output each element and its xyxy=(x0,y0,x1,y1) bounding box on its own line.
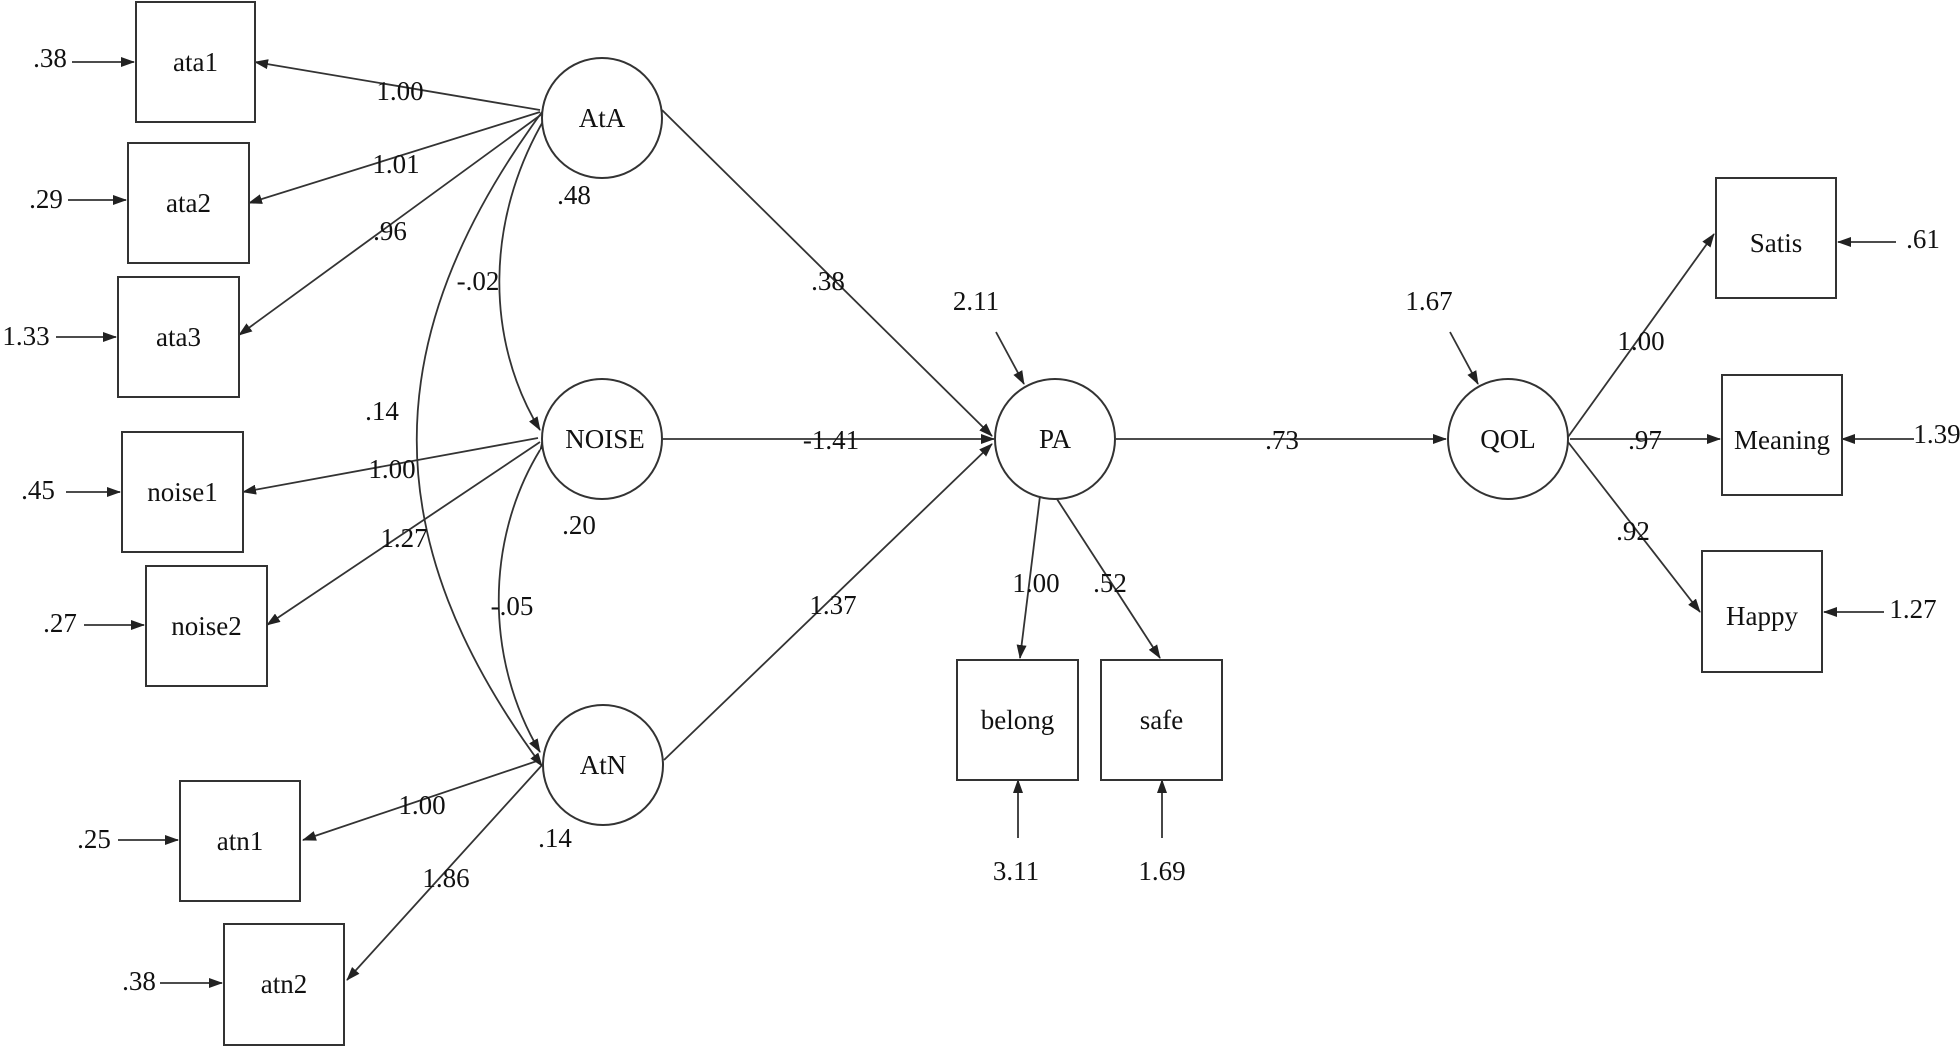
loading-value-pa-safe: .52 xyxy=(1093,568,1127,598)
covariance-ata-noise xyxy=(498,104,556,431)
disturbance-arrow-qol xyxy=(1449,331,1479,385)
variance-value-atn: .14 xyxy=(538,823,572,853)
loading-value-atn-atn2: 1.86 xyxy=(422,863,469,893)
path-values: .38 -1.41 1.37 .73 xyxy=(803,266,1299,620)
box-ata2 xyxy=(127,142,250,264)
variance-value-pa: 2.11 xyxy=(953,286,999,316)
label-ata1: ata1 xyxy=(173,47,218,77)
variance-value-ata: .48 xyxy=(557,180,591,210)
edges xyxy=(56,57,1914,988)
loading-value-noise-noise1: 1.00 xyxy=(368,454,415,484)
label-belong: belong xyxy=(981,705,1055,735)
error-value-noise2: .27 xyxy=(43,608,77,638)
loading-ata-ata2 xyxy=(248,111,541,204)
box-safe xyxy=(1100,659,1223,781)
label-noise2: noise2 xyxy=(171,611,242,641)
loading-ata-ata3 xyxy=(238,113,543,336)
covariance-value-ata-noise: -.02 xyxy=(457,266,500,296)
label-safe: safe xyxy=(1140,705,1183,735)
label-meaning: Meaning xyxy=(1734,425,1830,455)
error-value-happy: 1.27 xyxy=(1889,594,1936,624)
loading-value-ata-ata2: 1.01 xyxy=(372,149,419,179)
loading-value-ata-ata1: 1.00 xyxy=(376,76,423,106)
label-ata2: ata2 xyxy=(166,188,211,218)
circle-noise xyxy=(541,378,663,500)
box-satis xyxy=(1715,177,1837,299)
box-ata1 xyxy=(135,1,256,123)
label-qol: QOL xyxy=(1480,424,1536,454)
box-atn1 xyxy=(179,780,301,902)
error-value-ata1: .38 xyxy=(33,43,67,73)
covariance-noise-atn xyxy=(497,436,552,753)
loading-noise-noise1 xyxy=(242,437,539,495)
error-value-atn1: .25 xyxy=(77,824,111,854)
loading-value-qol-satis: 1.00 xyxy=(1617,326,1664,356)
label-ata: AtA xyxy=(579,103,626,133)
loading-noise-noise2 xyxy=(266,441,541,626)
label-noise: NOISE xyxy=(565,424,645,454)
error-value-satis: .61 xyxy=(1906,224,1940,254)
path-ata-pa xyxy=(661,109,993,437)
box-belong xyxy=(956,659,1079,781)
label-pa: PA xyxy=(1039,424,1072,454)
loading-atn-atn1 xyxy=(302,759,541,841)
box-meaning xyxy=(1721,374,1843,496)
path-value-pa-qol: .73 xyxy=(1265,425,1299,455)
loading-value-qol-meaning: .97 xyxy=(1628,425,1662,455)
box-ata3 xyxy=(117,276,240,398)
error-value-safe: 1.69 xyxy=(1138,856,1185,886)
label-happy: Happy xyxy=(1726,601,1798,631)
path-value-noise-pa: -1.41 xyxy=(803,425,859,455)
box-happy xyxy=(1701,550,1823,673)
circle-qol xyxy=(1447,378,1569,500)
covariance-value-ata-atn: .14 xyxy=(365,396,399,426)
loading-value-noise-noise2: 1.27 xyxy=(380,523,427,553)
box-atn2 xyxy=(223,923,345,1046)
variance-values: .48 .20 .14 2.11 1.67 xyxy=(538,180,1453,853)
path-atn-pa xyxy=(663,443,993,761)
loading-value-atn-atn1: 1.00 xyxy=(398,790,445,820)
label-satis: Satis xyxy=(1750,228,1803,258)
loading-pa-safe xyxy=(1054,495,1161,659)
loading-atn-atn2 xyxy=(346,763,544,981)
error-values: .38 .29 1.33 .45 .27 .25 .38 3.11 1.69 .… xyxy=(2,43,1960,996)
covariance-values: -.02 -.05 .14 xyxy=(365,266,533,621)
path-value-atn-pa: 1.37 xyxy=(809,590,856,620)
label-noise1: noise1 xyxy=(147,477,218,507)
observed-variables: ata1 ata2 ata3 noise1 noise2 atn1 atn2 b… xyxy=(117,1,1843,1046)
error-value-belong: 3.11 xyxy=(993,856,1039,886)
label-ata3: ata3 xyxy=(156,322,201,352)
label-atn2: atn2 xyxy=(261,969,308,999)
loading-value-ata-ata3: .96 xyxy=(373,216,407,246)
path-value-ata-pa: .38 xyxy=(811,266,845,296)
label-atn: AtN xyxy=(580,750,627,780)
label-atn1: atn1 xyxy=(217,826,264,856)
error-value-ata3: 1.33 xyxy=(2,321,49,351)
loading-values: 1.00 1.01 .96 1.00 1.27 1.00 1.86 1.00 .… xyxy=(368,76,1664,893)
loading-qol-happy xyxy=(1567,441,1701,613)
circle-ata xyxy=(541,57,663,179)
error-value-ata2: .29 xyxy=(29,184,63,214)
loading-qol-satis xyxy=(1567,233,1715,438)
variance-value-qol: 1.67 xyxy=(1405,286,1452,316)
loading-value-qol-happy: .92 xyxy=(1616,516,1650,546)
latent-variables: AtA NOISE AtN PA QOL xyxy=(541,57,1569,826)
loading-ata-ata1 xyxy=(254,59,541,111)
box-noise2 xyxy=(145,565,268,687)
covariance-ata-atn xyxy=(415,98,554,767)
loading-pa-belong xyxy=(1016,495,1041,659)
loading-value-pa-belong: 1.00 xyxy=(1012,568,1059,598)
error-value-noise1: .45 xyxy=(21,475,55,505)
error-value-meaning: 1.39 xyxy=(1913,419,1960,449)
circle-pa xyxy=(994,378,1116,500)
circle-atn xyxy=(542,704,664,826)
error-value-atn2: .38 xyxy=(122,966,156,996)
variance-value-noise: .20 xyxy=(562,510,596,540)
covariance-value-noise-atn: -.05 xyxy=(491,591,534,621)
box-noise1 xyxy=(121,431,244,553)
disturbance-arrow-pa xyxy=(995,331,1025,385)
